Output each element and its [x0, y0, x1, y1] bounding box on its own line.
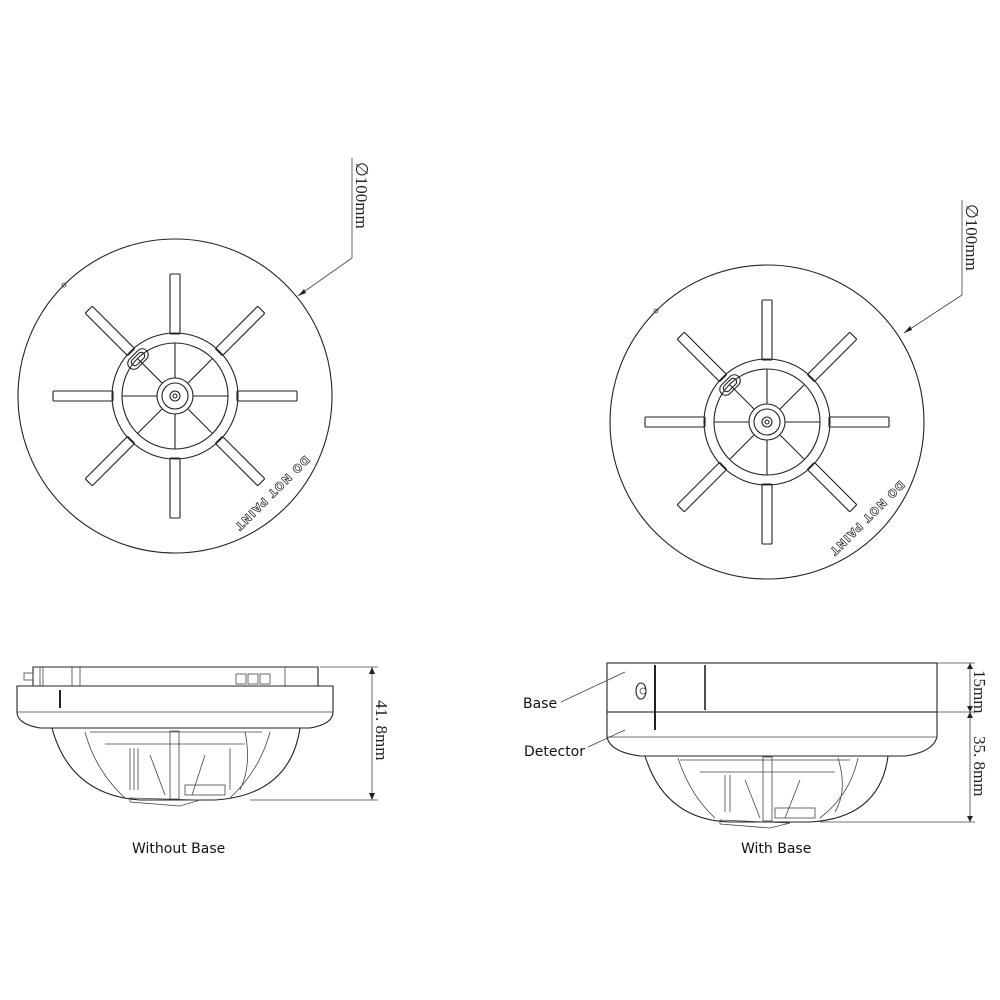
top-view-with-base [609, 264, 925, 580]
base-leader [560, 671, 626, 703]
caption-with-base: With Base [741, 841, 811, 857]
diameter-leader-right [903, 200, 963, 334]
base-height-label: 15mm [970, 670, 989, 713]
height-label-without-base: 41. 8mm [372, 700, 391, 760]
side-view-with-base [606, 662, 938, 829]
height-dimensions-with-base [820, 662, 975, 823]
warning-text-left: DO NOT PAINT [232, 453, 312, 533]
warning-text-right: DO NOT PAINT [827, 478, 907, 558]
side-view-without-base [16, 666, 334, 807]
height-dimension-without-base [250, 666, 378, 801]
base-label: Base [523, 696, 557, 712]
detector-leader [587, 729, 626, 748]
diameter-label-left: ∅100mm [352, 162, 371, 229]
detector-label: Detector [524, 744, 585, 760]
caption-without-base: Without Base [132, 841, 225, 857]
diameter-leader-left [297, 158, 353, 297]
diameter-label-right: ∅100mm [962, 204, 981, 271]
top-view-without-base [17, 238, 333, 554]
detector-height-label: 35. 8mm [970, 736, 989, 796]
